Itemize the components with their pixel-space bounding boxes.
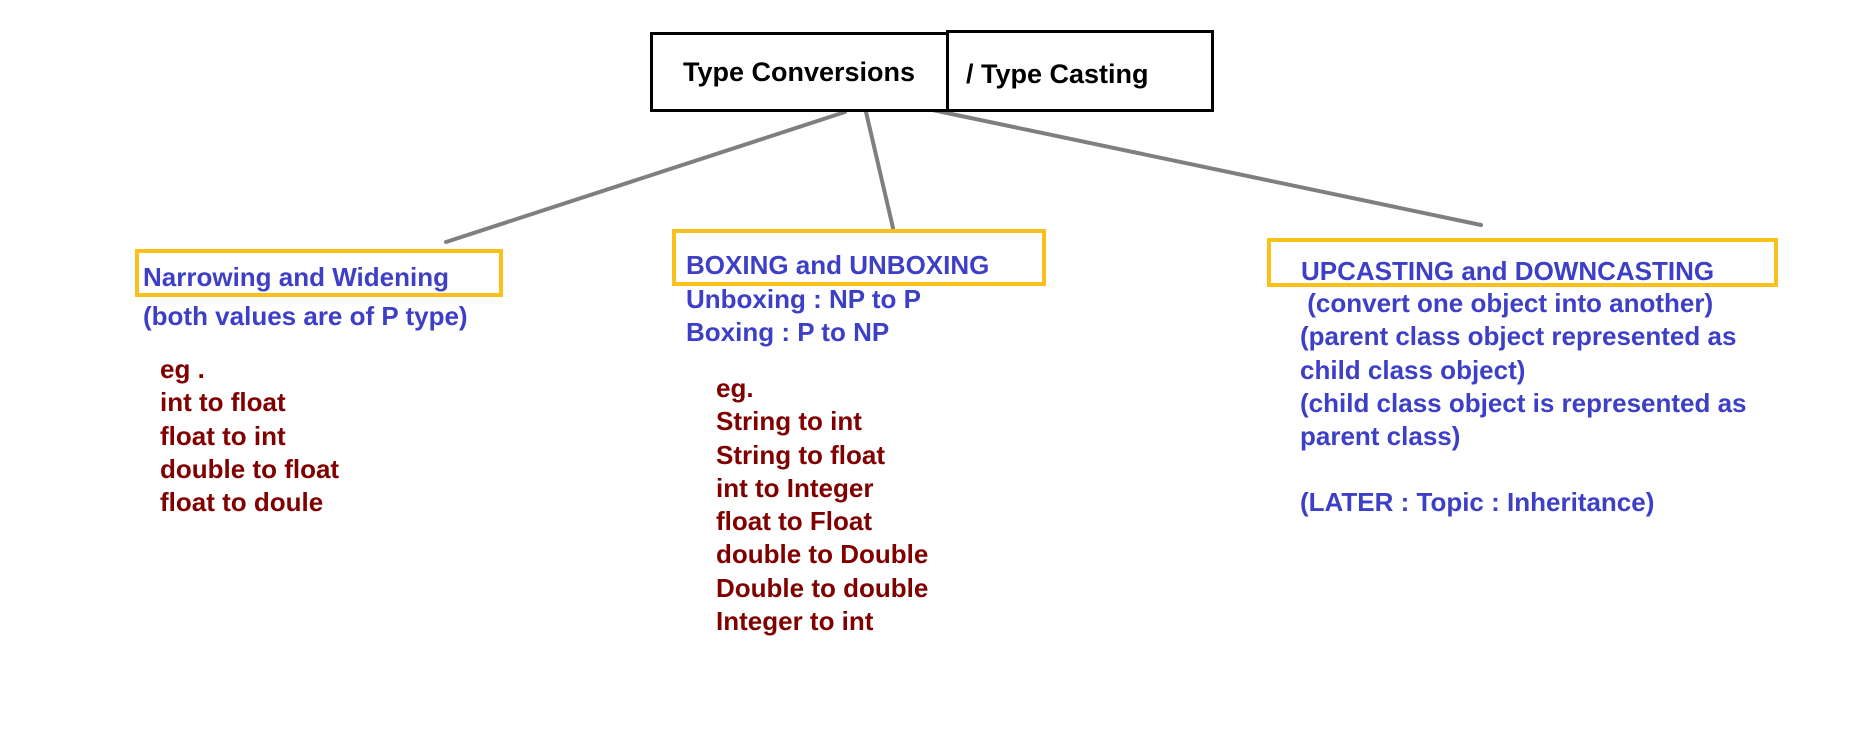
narrowing-description: (both values are of P type) [143,301,468,331]
boxing-example-item: String to int [716,406,862,437]
narrowing-node-box [135,249,503,297]
root-right-label: / Type Casting [966,58,1149,89]
upcasting-node-box [1267,238,1778,287]
root-node-type-casting: / Type Casting [946,30,1214,112]
boxing-node-box [672,229,1046,286]
root-node-type-conversions: Type Conversions [650,32,951,112]
connector-to-boxing [864,110,895,230]
narrowing-example-item: double to float [160,453,340,484]
boxing-example-item: eg. [716,373,754,403]
boxing-example-item: int to Integer [716,472,874,503]
boxing-example-item: Integer to int [716,606,874,637]
boxing-title: BOXING and UNBOXING [686,250,990,280]
boxing-example-item: float to Float [716,506,872,537]
connector-to-narrowing [444,110,847,244]
upcasting-description-line: parent class) [1300,421,1461,452]
boxing-description-unboxing: Unboxing : NP to P [686,284,921,314]
upcasting-description-line: (parent class object represented as [1300,321,1737,352]
root-left-label: Type Conversions [683,56,916,87]
narrowing-example-item: float to doule [160,487,324,518]
boxing-description-boxing: Boxing : P to NP [686,317,890,347]
narrowing-example-item: eg . [160,354,205,384]
upcasting-description-line: (convert one object into another) [1300,288,1714,318]
narrowing-example-item: float to int [160,420,286,451]
boxing-example-item: String to float [716,439,885,470]
boxing-example-item: double to Double [716,539,929,570]
connector-to-upcasting [921,106,1483,227]
boxing-examples-list: eg. String to int String to float int to… [716,372,928,638]
upcasting-description-list: (convert one object into another) (paren… [1300,287,1747,520]
narrowing-examples-list: eg . int to float float to int double to… [160,353,339,519]
upcasting-description-line: (LATER : Topic : Inheritance) [1300,487,1655,518]
upcasting-description-line: child class object) [1300,354,1526,385]
narrowing-example-item: int to float [160,387,286,418]
narrowing-title: Narrowing and Widening [143,262,449,292]
boxing-example-item: Double to double [716,572,929,603]
upcasting-description-spacer [1300,453,1747,486]
upcasting-description-line: (child class object is represented as [1300,387,1747,418]
upcasting-title: UPCASTING and DOWNCASTING [1301,256,1715,286]
